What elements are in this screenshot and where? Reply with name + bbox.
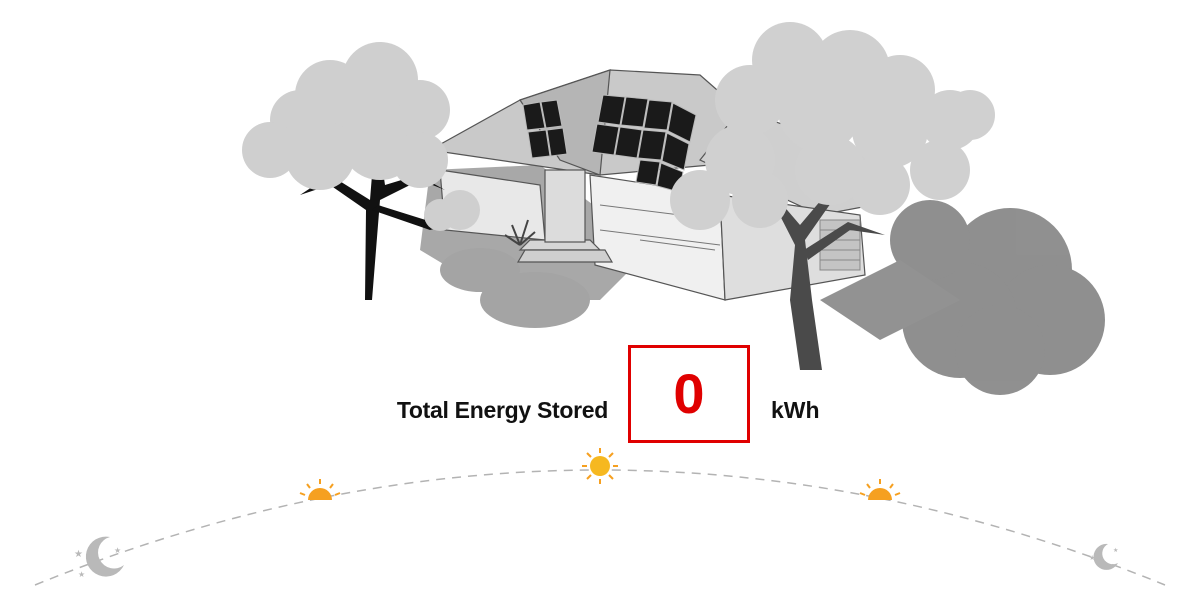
sun-path-arc <box>34 469 1166 586</box>
svg-text:★: ★ <box>1089 554 1095 562</box>
svg-text:★: ★ <box>74 549 83 560</box>
energy-label: Total Energy Stored <box>396 397 608 423</box>
energy-unit: kWh <box>771 397 820 423</box>
energy-readout: Total Energy Stored 0 kWh <box>0 345 1200 443</box>
energy-value: 0 <box>673 362 705 425</box>
moon-icon: ★ ★ <box>1089 543 1118 570</box>
sunset-icon <box>859 479 901 500</box>
svg-text:★: ★ <box>1113 547 1118 554</box>
sunrise-icon <box>299 479 341 500</box>
svg-text:★: ★ <box>114 546 121 555</box>
moon-icon: ★ ★ ★ <box>74 536 124 579</box>
svg-text:★: ★ <box>78 570 85 579</box>
ground-shadows <box>420 165 1105 395</box>
energy-value-box: 0 <box>628 345 750 443</box>
sun-icon <box>582 448 618 484</box>
right-tree <box>670 22 995 370</box>
left-tree <box>242 42 480 300</box>
